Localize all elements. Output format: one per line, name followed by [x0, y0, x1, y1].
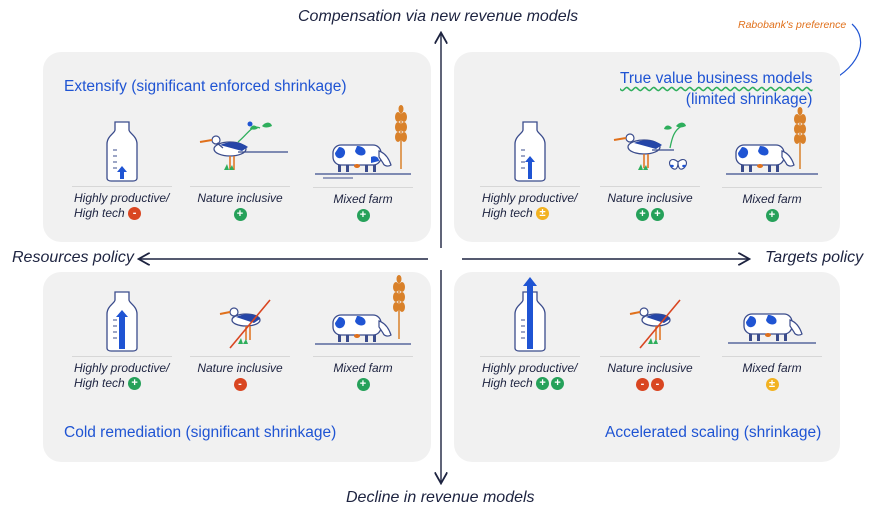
cow-wheat-icon — [315, 105, 411, 179]
tl-nature-label: Nature inclusive — [197, 191, 283, 205]
br-item-mixed: Mixed farm ± — [712, 300, 832, 392]
axis-left-label: Resources policy — [12, 249, 134, 266]
bl-high-tech-label-line1: Highly productive/ — [74, 361, 170, 375]
tr-nature-label: Nature inclusive — [607, 191, 693, 205]
quadrant-top-right-title-line2: (limited shrinkage) — [685, 91, 813, 108]
milk-bottle-tall-arrow-icon — [514, 277, 546, 352]
stork-icon — [199, 121, 288, 170]
plus-badge: + — [651, 208, 664, 222]
quadrant-top-right-title: True value business models (limited shri… — [620, 68, 812, 110]
plusminus-badge: ± — [536, 207, 550, 221]
tl-mixed-label: Mixed farm — [333, 192, 393, 206]
plus-badge: + — [765, 209, 779, 223]
quadrant-bottom-left — [43, 272, 431, 462]
br-item-high-tech: Highly productive/ High tech + + — [470, 276, 590, 391]
tr-item-mixed: Mixed farm + — [712, 103, 832, 223]
quadrant-top-right-title-line1: True value business models — [620, 70, 813, 87]
plus-badge: + — [128, 377, 142, 391]
minus-badge: - — [636, 378, 649, 392]
tr-item-high-tech: Highly productive/ High tech ± — [470, 120, 590, 221]
tl-high-tech-label-line1: Highly productive/ — [74, 191, 170, 205]
preference-annotation: Rabobank's preference — [738, 19, 847, 31]
axis-top-label: Compensation via new revenue models — [298, 8, 579, 25]
cow-wheat-icon — [315, 275, 411, 345]
bl-high-tech-label-line2: High tech — [74, 376, 125, 390]
stork-crossed-icon — [219, 299, 271, 349]
tl-high-tech-label-line2: High tech — [74, 206, 125, 220]
stork-crossed-icon — [629, 299, 681, 349]
bl-item-mixed: Mixed farm + — [303, 275, 423, 392]
quadrant-bottom-right-title: Accelerated scaling (shrinkage) — [605, 424, 822, 441]
tr-mixed-label: Mixed farm — [742, 192, 802, 206]
cow-wheat-icon — [726, 107, 818, 175]
minus-badge: - — [651, 378, 664, 392]
tr-high-tech-label-line2: High tech — [482, 206, 533, 220]
bl-mixed-label: Mixed farm — [333, 361, 393, 375]
quadrant-bottom-right — [454, 272, 840, 462]
tl-item-nature: Nature inclusive + — [180, 112, 300, 222]
milk-bottle-large-arrow-icon — [106, 291, 138, 352]
cow-icon — [728, 313, 816, 344]
br-mixed-label: Mixed farm — [742, 361, 802, 375]
milk-bottle-icon — [514, 121, 546, 182]
tl-item-mixed: Mixed farm + — [303, 103, 423, 223]
bl-nature-label: Nature inclusive — [197, 361, 283, 375]
bl-item-high-tech: Highly productive/ High tech + — [62, 290, 182, 391]
tr-high-tech-label-line1: Highly productive/ — [482, 191, 578, 205]
plus-badge: + — [636, 208, 649, 222]
plusminus-badge: ± — [765, 378, 779, 392]
br-item-nature: Nature inclusive - - — [590, 290, 710, 392]
plus-badge: + — [356, 378, 370, 392]
plus-badge: + — [356, 209, 370, 223]
quadrant-bottom-left-title: Cold remediation (significant shrinkage) — [64, 424, 337, 441]
plus-badge: + — [551, 377, 565, 391]
stork-butterfly-icon — [613, 122, 687, 170]
tl-item-high-tech: Highly productive/ High tech - — [62, 120, 182, 221]
plus-badge: + — [233, 208, 247, 222]
bl-item-nature: Nature inclusive - — [180, 290, 300, 392]
br-high-tech-label-line2: High tech — [482, 376, 533, 390]
axis-right-label: Targets policy — [765, 249, 864, 266]
minus-badge: - — [233, 378, 247, 392]
minus-badge: - — [128, 207, 142, 221]
tr-item-nature: Nature inclusive + + — [590, 112, 710, 222]
quadrant-top-left-title: Extensify (significant enforced shrinkag… — [64, 78, 347, 95]
br-high-tech-label-line1: Highly productive/ — [482, 361, 578, 375]
plus-badge: + — [536, 377, 550, 391]
br-nature-label: Nature inclusive — [607, 361, 693, 375]
milk-bottle-icon — [106, 121, 138, 182]
axis-bottom-label: Decline in revenue models — [346, 489, 535, 506]
